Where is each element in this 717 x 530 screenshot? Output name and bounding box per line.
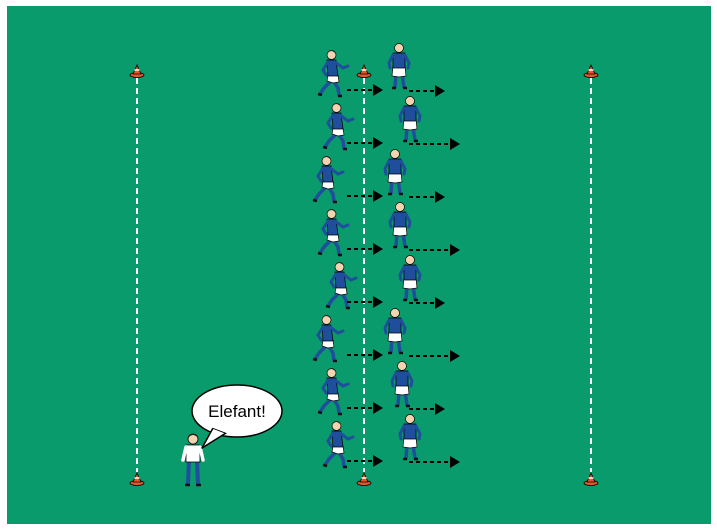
arrow-icon: [347, 243, 383, 255]
player-icon: [322, 103, 355, 151]
arrows: [347, 84, 460, 468]
arrow-icon: [409, 138, 460, 150]
player-icon: [312, 156, 345, 204]
arrow-icon: [409, 403, 445, 415]
player-icon: [398, 255, 422, 302]
cone-icon: [356, 64, 372, 78]
arrow-icon: [409, 85, 445, 97]
arrow-icon: [347, 190, 383, 202]
arrow-icon: [409, 244, 460, 256]
cones: [129, 64, 599, 486]
player-icon: [312, 315, 345, 363]
cone-icon: [583, 472, 599, 486]
player-icon: [317, 368, 350, 416]
player-icon: [317, 50, 350, 98]
players: [312, 43, 422, 469]
player-icon: [325, 262, 358, 310]
arrow-icon: [347, 455, 383, 467]
arrow-icon: [347, 137, 383, 149]
speech-text: Elefant!: [208, 402, 266, 421]
pitch: [7, 6, 711, 524]
coach-icon: [181, 433, 205, 487]
speech-bubble-icon: Elefant!: [191, 384, 283, 449]
player-icon: [383, 308, 407, 355]
arrow-icon: [347, 349, 383, 361]
arrow-icon: [409, 297, 445, 309]
player-icon: [387, 43, 411, 90]
player-icon: [398, 96, 422, 143]
player-icon: [388, 202, 412, 249]
cone-icon: [129, 472, 145, 486]
cone-icon: [129, 64, 145, 78]
player-icon: [390, 361, 414, 408]
arrow-icon: [347, 296, 383, 308]
player-icon: [398, 414, 422, 461]
arrow-icon: [347, 84, 383, 96]
cone-icon: [356, 472, 372, 486]
arrow-icon: [409, 350, 460, 362]
player-icon: [322, 421, 355, 469]
arrow-icon: [409, 456, 460, 468]
arrow-icon: [409, 191, 445, 203]
player-icon: [383, 149, 407, 196]
arrow-icon: [347, 402, 383, 414]
cone-icon: [583, 64, 599, 78]
player-icon: [317, 209, 350, 257]
